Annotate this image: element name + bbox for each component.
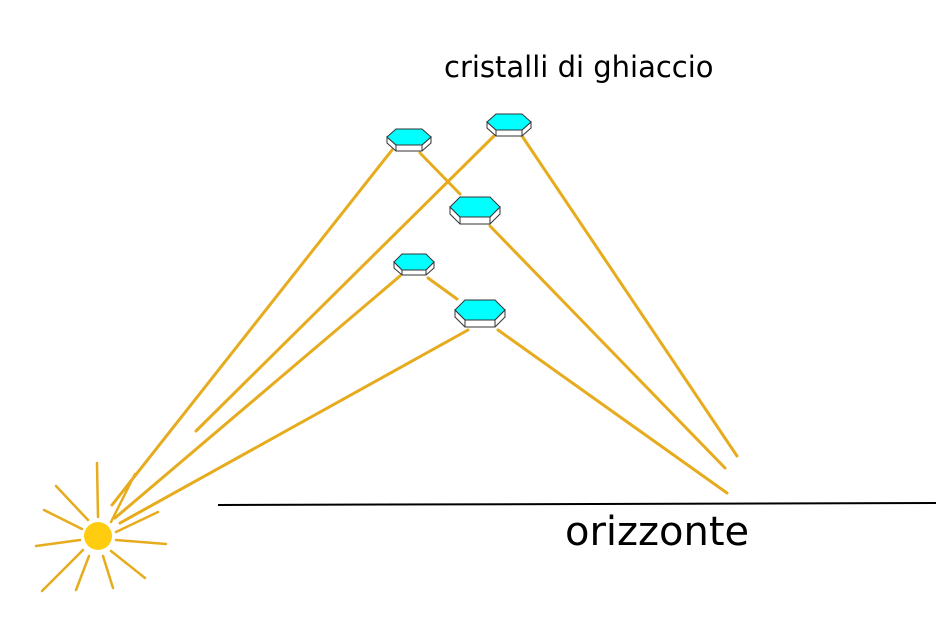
horizon-line — [217, 502, 936, 506]
ice-crystals-label: cristalli di ghiaccio — [444, 50, 714, 84]
ice-crystal-d — [393, 253, 435, 276]
ray-1-between — [418, 151, 462, 196]
ray-1-incoming — [110, 148, 394, 507]
horizon-label: orizzonte — [565, 509, 750, 555]
ice-crystals — [386, 113, 532, 328]
light-rays — [110, 134, 739, 525]
ice-crystal-e — [454, 299, 506, 328]
ray-4-incoming — [118, 328, 470, 525]
ray-2-outgoing — [520, 134, 739, 458]
sun-icon — [34, 461, 168, 593]
ice-crystal-a — [386, 128, 432, 152]
ray-4-outgoing — [496, 328, 729, 495]
ray-1-outgoing — [488, 224, 727, 470]
sun-rays — [34, 461, 168, 593]
sun-disc — [84, 522, 112, 550]
ray-3-between — [426, 276, 459, 301]
ray-2-incoming — [194, 134, 496, 433]
ice-crystal-c — [449, 196, 501, 225]
ray-3-incoming — [113, 274, 402, 520]
ice-crystal-b — [486, 113, 532, 137]
